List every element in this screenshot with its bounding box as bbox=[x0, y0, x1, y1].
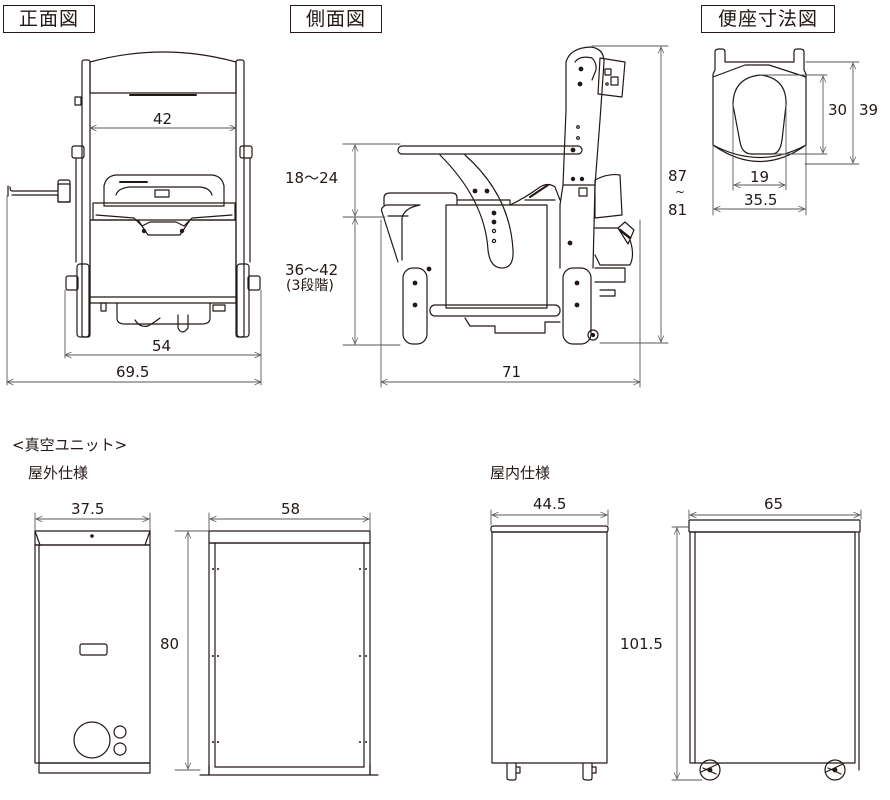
opening-width-label: 19 bbox=[750, 168, 770, 186]
armrest bbox=[397, 145, 583, 155]
seat-outline bbox=[712, 48, 807, 162]
outdoor-unit-dimensions bbox=[34, 512, 371, 771]
front-leg bbox=[402, 267, 428, 345]
seat-tray bbox=[92, 202, 236, 236]
front-view-dimensions bbox=[6, 128, 262, 386]
outdoor-height-label: 80 bbox=[160, 635, 180, 653]
backrest-width-label: 42 bbox=[153, 110, 173, 128]
base-width-label: 54 bbox=[152, 337, 172, 355]
outdoor-spec-label: 屋外仕様 bbox=[28, 464, 89, 482]
front-body bbox=[89, 219, 237, 304]
overall-depth-label: 71 bbox=[502, 363, 522, 381]
outdoor-width-label: 37.5 bbox=[71, 500, 105, 518]
outdoor-depth-label: 58 bbox=[281, 500, 301, 518]
indoor-depth-label: 65 bbox=[764, 495, 784, 513]
backrest-post bbox=[562, 46, 605, 186]
seat-drawing bbox=[712, 48, 807, 162]
side-view-title: 側面図 bbox=[290, 5, 382, 33]
rear-leg bbox=[562, 267, 592, 345]
arm-support bbox=[439, 154, 514, 269]
indoor-height-label: 101.5 bbox=[620, 635, 663, 653]
side-body bbox=[445, 204, 548, 309]
side-handle bbox=[7, 183, 71, 203]
side-view-drawing bbox=[380, 46, 635, 345]
indoor-width-label: 44.5 bbox=[533, 495, 567, 513]
armrest-height-label: 18～24 bbox=[285, 169, 339, 187]
outdoor-unit-front bbox=[34, 530, 151, 774]
caster bbox=[506, 762, 597, 781]
overall-height-max-label: 87 bbox=[668, 167, 688, 185]
rear-tank bbox=[594, 173, 623, 219]
backrest bbox=[89, 51, 237, 94]
control-panel bbox=[597, 57, 626, 98]
indoor-unit-side bbox=[688, 519, 861, 781]
indoor-unit-front bbox=[490, 525, 609, 781]
indoor-unit-dimensions bbox=[490, 509, 862, 781]
seat-opening bbox=[732, 74, 787, 155]
seat bbox=[383, 192, 458, 206]
seat-width-label: 35.5 bbox=[744, 191, 778, 209]
seat-length-label: 39 bbox=[859, 101, 879, 119]
overall-height-min-label: 81 bbox=[668, 201, 688, 219]
indoor-spec-label: 屋内仕様 bbox=[490, 464, 551, 482]
seat-height-label: 36～42 bbox=[285, 261, 339, 279]
seat-unit-top bbox=[103, 174, 225, 207]
front-view-title: 正面図 bbox=[3, 5, 95, 33]
front-view-drawing bbox=[7, 51, 261, 338]
opening-length-label: 30 bbox=[828, 101, 848, 119]
side-view-dimensions bbox=[342, 45, 669, 388]
vacuum-unit-heading: <真空ユニット> bbox=[12, 436, 128, 454]
outdoor-unit-side bbox=[199, 530, 379, 776]
seat-dimensions-title: 便座寸法図 bbox=[701, 5, 835, 33]
overall-height-separator: ~ bbox=[675, 185, 686, 199]
seat-height-note: (3段階) bbox=[286, 278, 334, 294]
seat-dimensions bbox=[712, 61, 860, 216]
overall-width-label: 69.5 bbox=[116, 363, 150, 381]
